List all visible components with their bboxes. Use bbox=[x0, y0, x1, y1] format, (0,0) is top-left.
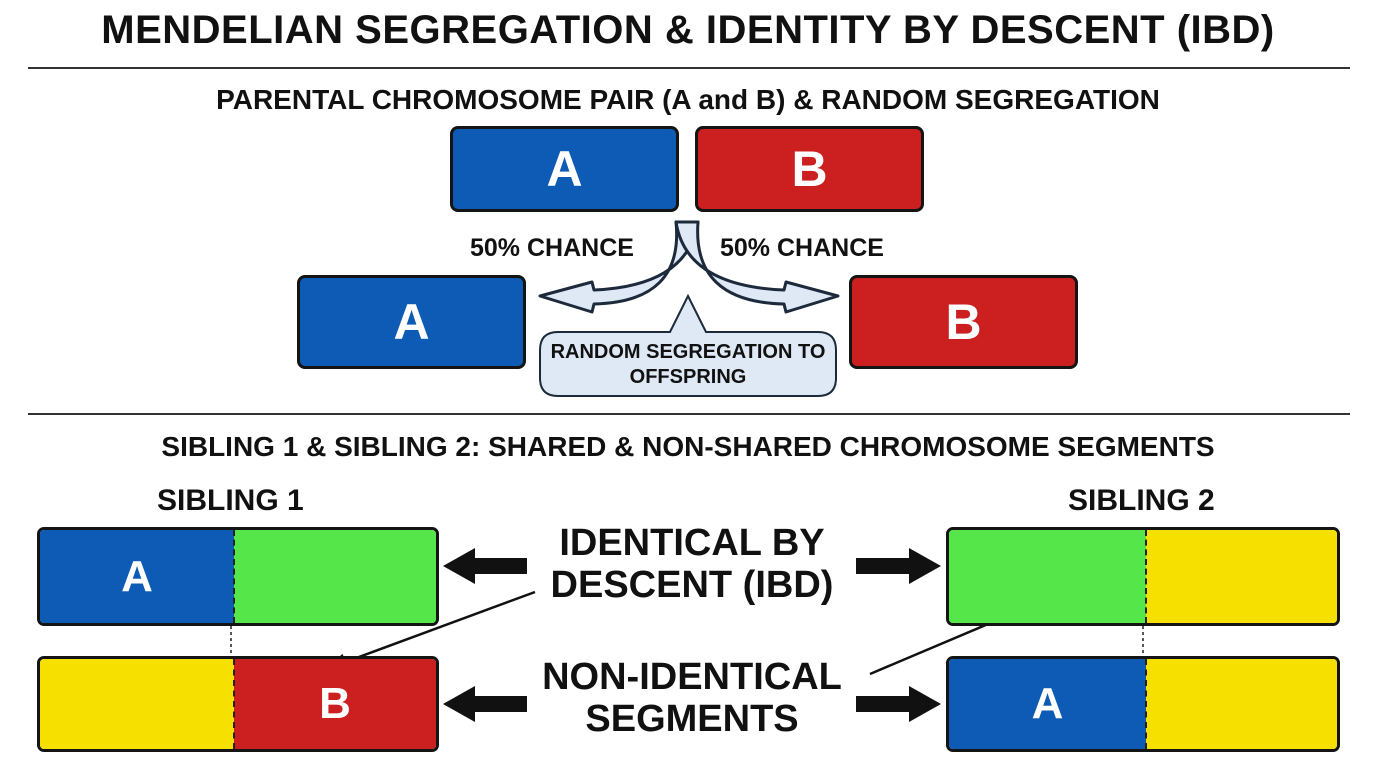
ibd-arrows bbox=[443, 548, 941, 722]
non-ibd-arrow-left bbox=[443, 686, 527, 722]
segregation-arrow-right bbox=[674, 220, 840, 314]
sibling2-label: SIBLING 2 bbox=[1068, 484, 1215, 517]
non-ibd-label: NON-IDENTICAL SEGMENTS bbox=[542, 656, 842, 740]
segregation-callout-text: RANDOM SEGREGATION TO OFFSPRING bbox=[550, 341, 826, 388]
ibd-arrow-right bbox=[856, 548, 941, 584]
parental-heading: PARENTAL CHROMOSOME PAIR (A and B) & RAN… bbox=[216, 84, 1160, 115]
sibling2-chromosome-top bbox=[946, 527, 1340, 626]
sibling1-label: SIBLING 1 bbox=[157, 484, 304, 517]
offspring-chromosome-a: A bbox=[297, 275, 526, 369]
offspring-chromosome-b: B bbox=[849, 275, 1078, 369]
non-ibd-arrow-right bbox=[856, 686, 941, 722]
sibling2-top-breakpoint bbox=[1145, 530, 1147, 623]
segregation-arrow-left bbox=[538, 220, 700, 314]
sibling1-chromosome-top: A bbox=[37, 527, 439, 626]
sibling2-bottom-breakpoint bbox=[1145, 659, 1147, 749]
sibling2-top-segment-ibd bbox=[949, 530, 1146, 623]
sibling1-top-segment-a: A bbox=[40, 530, 234, 623]
sibling1-bottom-breakpoint bbox=[233, 659, 235, 749]
left-chance-label: 50% CHANCE bbox=[470, 234, 634, 262]
sibling1-bottom-segment-b: B bbox=[234, 659, 436, 749]
right-chance-label: 50% CHANCE bbox=[720, 234, 884, 262]
sibling2-bottom-segment-a: A bbox=[949, 659, 1146, 749]
parental-chromosome-b: B bbox=[695, 126, 924, 212]
ibd-label: IDENTICAL BY DESCENT (IBD) bbox=[550, 522, 834, 606]
sibling1-bottom-segment-yellow bbox=[40, 659, 234, 749]
sibling1-chromosome-bottom: B bbox=[37, 656, 439, 752]
sibling2-bottom-segment-yellow bbox=[1146, 659, 1337, 749]
ibd-arrow-left bbox=[443, 548, 527, 584]
segregation-callout-bubble bbox=[539, 293, 837, 397]
ibd-pointer-line-1 bbox=[339, 590, 536, 666]
top-divider bbox=[28, 67, 1350, 69]
siblings-heading: SIBLING 1 & SIBLING 2: SHARED & NON-SHAR… bbox=[161, 431, 1215, 462]
sibling2-chromosome-bottom: A bbox=[946, 656, 1340, 752]
parental-chromosome-a: A bbox=[450, 126, 679, 212]
sibling2-top-segment-yellow bbox=[1146, 530, 1337, 623]
middle-divider bbox=[28, 413, 1350, 415]
sibling1-top-breakpoint bbox=[233, 530, 235, 623]
diagram-title: MENDELIAN SEGREGATION & IDENTITY BY DESC… bbox=[101, 8, 1275, 52]
sibling1-top-segment-ibd bbox=[234, 530, 436, 623]
